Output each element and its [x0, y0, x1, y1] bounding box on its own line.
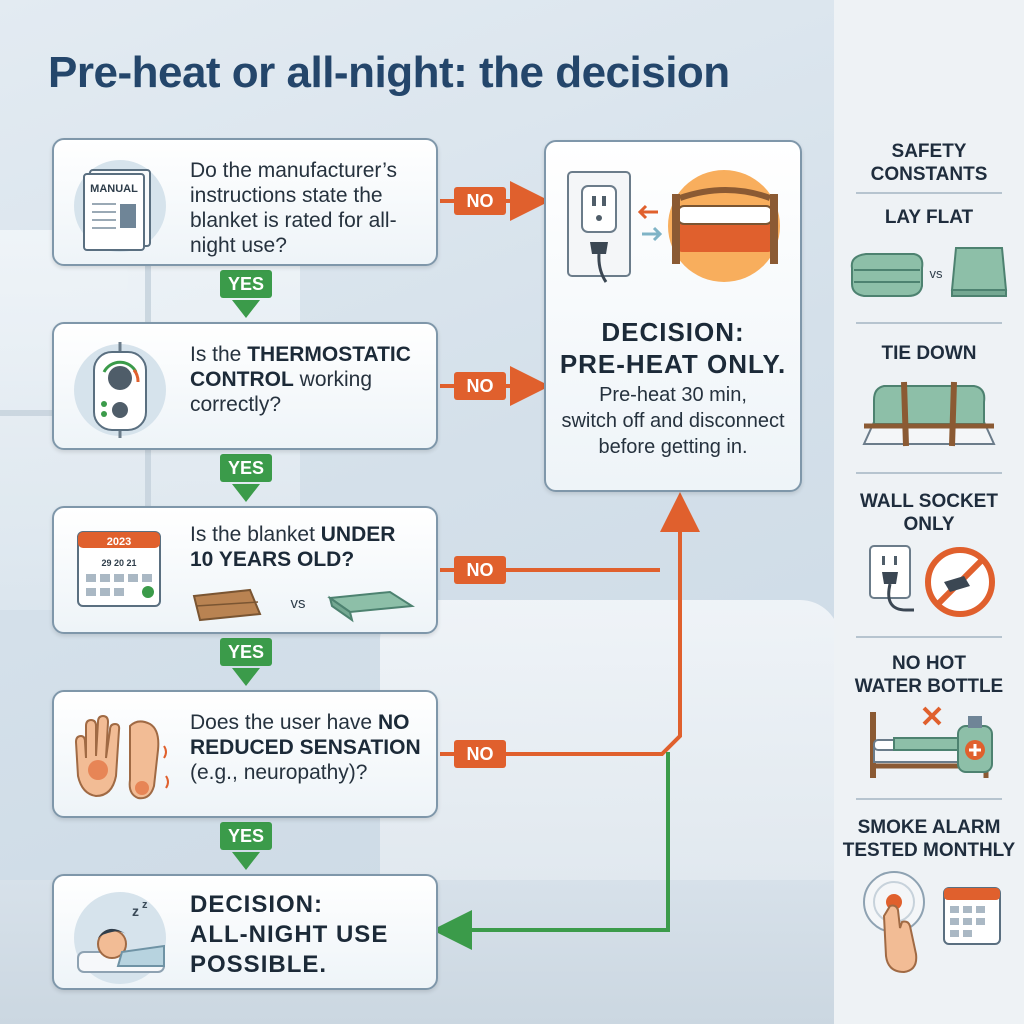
sidebar-divider: [856, 322, 1002, 324]
decision-preheat-body-line-2: switch off and disconnect: [561, 410, 785, 432]
sidebar-divider: [856, 798, 1002, 800]
smoke-alarm-calendar-icon: [863, 871, 1001, 974]
tied-blanket-icon: [862, 381, 996, 447]
decision-all-night-title: DECISION: ALL-NIGHT USE POSSIBLE.: [190, 890, 388, 980]
sidebar-item-wall-socket-label: WALL SOCKET ONLY: [834, 490, 1024, 536]
question-text-part: Does the user have: [190, 711, 378, 734]
yes-label-1: YES: [220, 270, 272, 298]
lay-flat-vs: vs: [930, 266, 944, 281]
question-text-3: Is the blanket UNDER 10 YEARS OLD?: [190, 522, 424, 572]
decision-all-night-line-3: POSSIBLE.: [190, 951, 328, 978]
no-line-q4: [440, 492, 700, 756]
calendar-dates: 29 20 21: [101, 558, 136, 568]
sidebar-item-tie-down-label: TIE DOWN: [881, 343, 977, 364]
question-text-part: Is the: [190, 343, 248, 366]
sidebar-divider: [856, 636, 1002, 638]
manual-icon-label: MANUAL: [90, 183, 138, 195]
page-title: Pre-heat or all-night: the decision: [48, 48, 730, 97]
decision-all-night-card: z z DECISION: ALL-NIGHT USE POSSIBLE.: [52, 874, 438, 990]
manual-icon: MANUAL: [68, 154, 174, 252]
smoke-alarm-label-line-1: SMOKE ALARM: [857, 817, 1001, 838]
question-text-part: Do the manufacturer’s instructions state…: [190, 159, 397, 257]
question-text-2: Is the THERMOSTATIC CONTROL working corr…: [190, 342, 424, 417]
no-label-2: NO: [454, 372, 506, 400]
wall-socket-label-line-2: ONLY: [903, 514, 955, 535]
emphasis-text: UNDER 10 YEARS OLD?: [190, 523, 396, 571]
yes-arrow-3: [232, 668, 260, 686]
emphasis-text: NO REDUCED SENSATION: [190, 711, 421, 759]
emphasis-text: THERMOSTATIC CONTROL: [190, 343, 411, 391]
yes-label-3: YES: [220, 638, 272, 666]
decision-all-night-line-1: DECISION:: [190, 891, 324, 918]
calendar-year: 2023: [107, 536, 131, 548]
question-card-thermostat: Is the THERMOSTATIC CONTROL working corr…: [52, 322, 438, 450]
yes-label-4: YES: [220, 822, 272, 850]
sidebar-heading: SAFETY CONSTANTS: [834, 140, 1024, 186]
return-line-all-night: [432, 752, 670, 950]
question-text-part: (e.g., neuropathy)?: [190, 761, 368, 784]
old-vs-new-blanket-icon: vs: [192, 588, 415, 623]
question-card-sensation: Does the user have NO REDUCED SENSATION …: [52, 690, 438, 818]
question-card-age: 2023 29 20 21 Is the blanket UNDER 10 YE…: [52, 506, 438, 634]
smoke-alarm-label-line-2: TESTED MONTHLY: [842, 840, 1016, 861]
vs-label: vs: [291, 595, 306, 612]
decision-preheat-title: DECISION: PRE-HEAT ONLY.: [546, 316, 800, 380]
sidebar-item-hot-water-label: NO HOT WATER BOTTLE: [834, 652, 1024, 698]
wall-socket-label-line-1: WALL SOCKET: [860, 491, 998, 512]
decision-preheat-card: DECISION: PRE-HEAT ONLY. Pre-heat 30 min…: [544, 140, 802, 492]
safety-constants-sidebar: SAFETY CONSTANTS LAY FLAT vs TIE DOWN WA…: [834, 0, 1024, 1024]
question-text-part: working correctly?: [190, 368, 373, 416]
question-text-part: Is the blanket: [190, 523, 321, 546]
yes-arrow-2: [232, 484, 260, 502]
yes-label-2: YES: [220, 454, 272, 482]
sidebar-heading-line-2: CONSTANTS: [870, 164, 988, 185]
folded-vs-flat-icon: vs: [850, 247, 1008, 297]
hot-water-label-line-1: NO HOT: [892, 653, 966, 674]
unplug-socket-and-bed-icon: [567, 170, 780, 283]
question-card-manual: MANUAL Do the manufacturer’s instruction…: [52, 138, 438, 266]
wall-socket-no-extension-icon: [869, 545, 995, 617]
decision-preheat-title-line-2: PRE-HEAT ONLY.: [559, 349, 787, 379]
calendar-icon: 2023 29 20 21: [72, 520, 172, 607]
yes-arrow-1: [232, 300, 260, 318]
svg-text:z: z: [142, 899, 148, 911]
decision-all-night-line-2: ALL-NIGHT USE: [190, 921, 389, 948]
decision-preheat-body: Pre-heat 30 min, switch off and disconne…: [546, 382, 800, 460]
decision-preheat-body-line-3: before getting in.: [598, 436, 748, 458]
sidebar-heading-line-1: SAFETY: [891, 141, 967, 162]
svg-text:z: z: [132, 903, 139, 919]
decision-preheat-title-line-1: DECISION:: [601, 317, 745, 347]
question-text-4: Does the user have NO REDUCED SENSATION …: [190, 710, 424, 785]
sidebar-divider: [856, 472, 1002, 474]
thermostat-control-icon: [68, 338, 174, 438]
question-text-1: Do the manufacturer’s instructions state…: [190, 158, 424, 258]
no-label-4: NO: [454, 740, 506, 768]
no-label-1: NO: [454, 187, 506, 215]
no-label-3: NO: [454, 556, 506, 584]
sidebar-divider: [856, 192, 1002, 194]
sidebar-item-smoke-alarm-label: SMOKE ALARM TESTED MONTHLY: [834, 816, 1024, 862]
sleeping-person-icon: z z: [68, 886, 174, 984]
decision-preheat-body-line-1: Pre-heat 30 min,: [599, 384, 747, 406]
yes-arrow-4: [232, 852, 260, 870]
hot-water-label-line-2: WATER BOTTLE: [854, 676, 1004, 697]
sidebar-item-lay-flat-label: LAY FLAT: [884, 207, 974, 228]
no-hot-water-bottle-icon: [870, 706, 993, 778]
hand-and-foot-icon: [68, 706, 174, 802]
